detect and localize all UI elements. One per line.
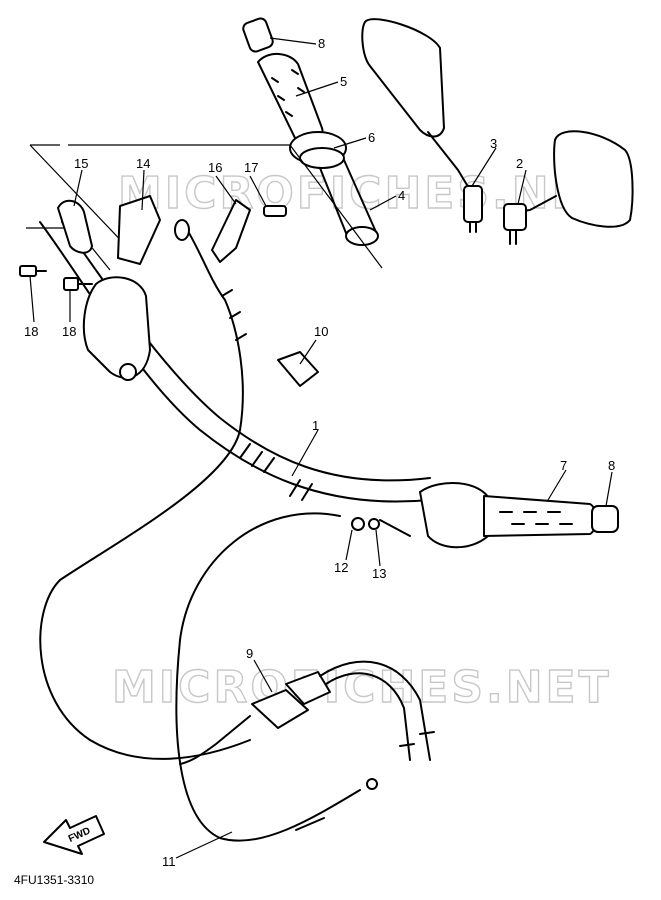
callout-9: 9 — [246, 646, 253, 661]
callout-17: 17 — [244, 160, 258, 175]
callout-3: 3 — [490, 136, 497, 151]
callout-8-right: 8 — [608, 458, 615, 473]
callout-15: 15 — [74, 156, 88, 171]
small-screws[interactable] — [19, 265, 93, 291]
callout-1: 1 — [312, 418, 319, 433]
callout-18-left: 18 — [24, 324, 38, 339]
callout-5: 5 — [340, 74, 347, 89]
callout-2: 2 — [516, 156, 523, 171]
mirror-left[interactable] — [361, 18, 483, 233]
cable-guide[interactable] — [277, 351, 319, 387]
callouts: 8 5 6 3 2 4 1 7 8 9 10 11 12 13 14 15 16… — [24, 36, 615, 869]
callout-4: 4 — [398, 188, 405, 203]
callout-10: 10 — [314, 324, 328, 339]
master-cylinder[interactable] — [82, 276, 151, 381]
lever-bolt[interactable] — [263, 205, 287, 217]
grip-end-weight-right[interactable] — [591, 505, 619, 533]
callout-12: 12 — [334, 560, 348, 575]
callout-8-top: 8 — [318, 36, 325, 51]
mirror-right[interactable] — [503, 130, 634, 245]
clutch-lever[interactable] — [211, 199, 251, 263]
callout-18-right: 18 — [62, 324, 76, 339]
watermark-bottom: MICROFICHES.NET — [112, 662, 612, 713]
lever-holder[interactable] — [57, 195, 161, 265]
throttle-cable-fittings[interactable] — [351, 517, 411, 537]
right-grip[interactable] — [483, 495, 597, 537]
callout-14: 14 — [136, 156, 150, 171]
leader-lines — [29, 37, 613, 859]
forward-direction-arrow: FWD — [43, 815, 105, 855]
callout-11: 11 — [162, 854, 176, 869]
cable-junction[interactable] — [179, 660, 435, 765]
callout-16: 16 — [208, 160, 222, 175]
callout-6: 6 — [368, 130, 375, 145]
callout-13: 13 — [372, 566, 386, 581]
clutch-cable[interactable] — [39, 219, 251, 760]
throttle-cable[interactable] — [175, 512, 378, 842]
callout-7: 7 — [560, 458, 567, 473]
grip-end-weight-top[interactable] — [242, 17, 275, 53]
grip-collar[interactable] — [289, 131, 347, 169]
throttle-housing[interactable] — [419, 482, 491, 549]
diagram-code: 4FU1351-3310 — [14, 873, 94, 887]
left-grip[interactable] — [257, 53, 324, 146]
